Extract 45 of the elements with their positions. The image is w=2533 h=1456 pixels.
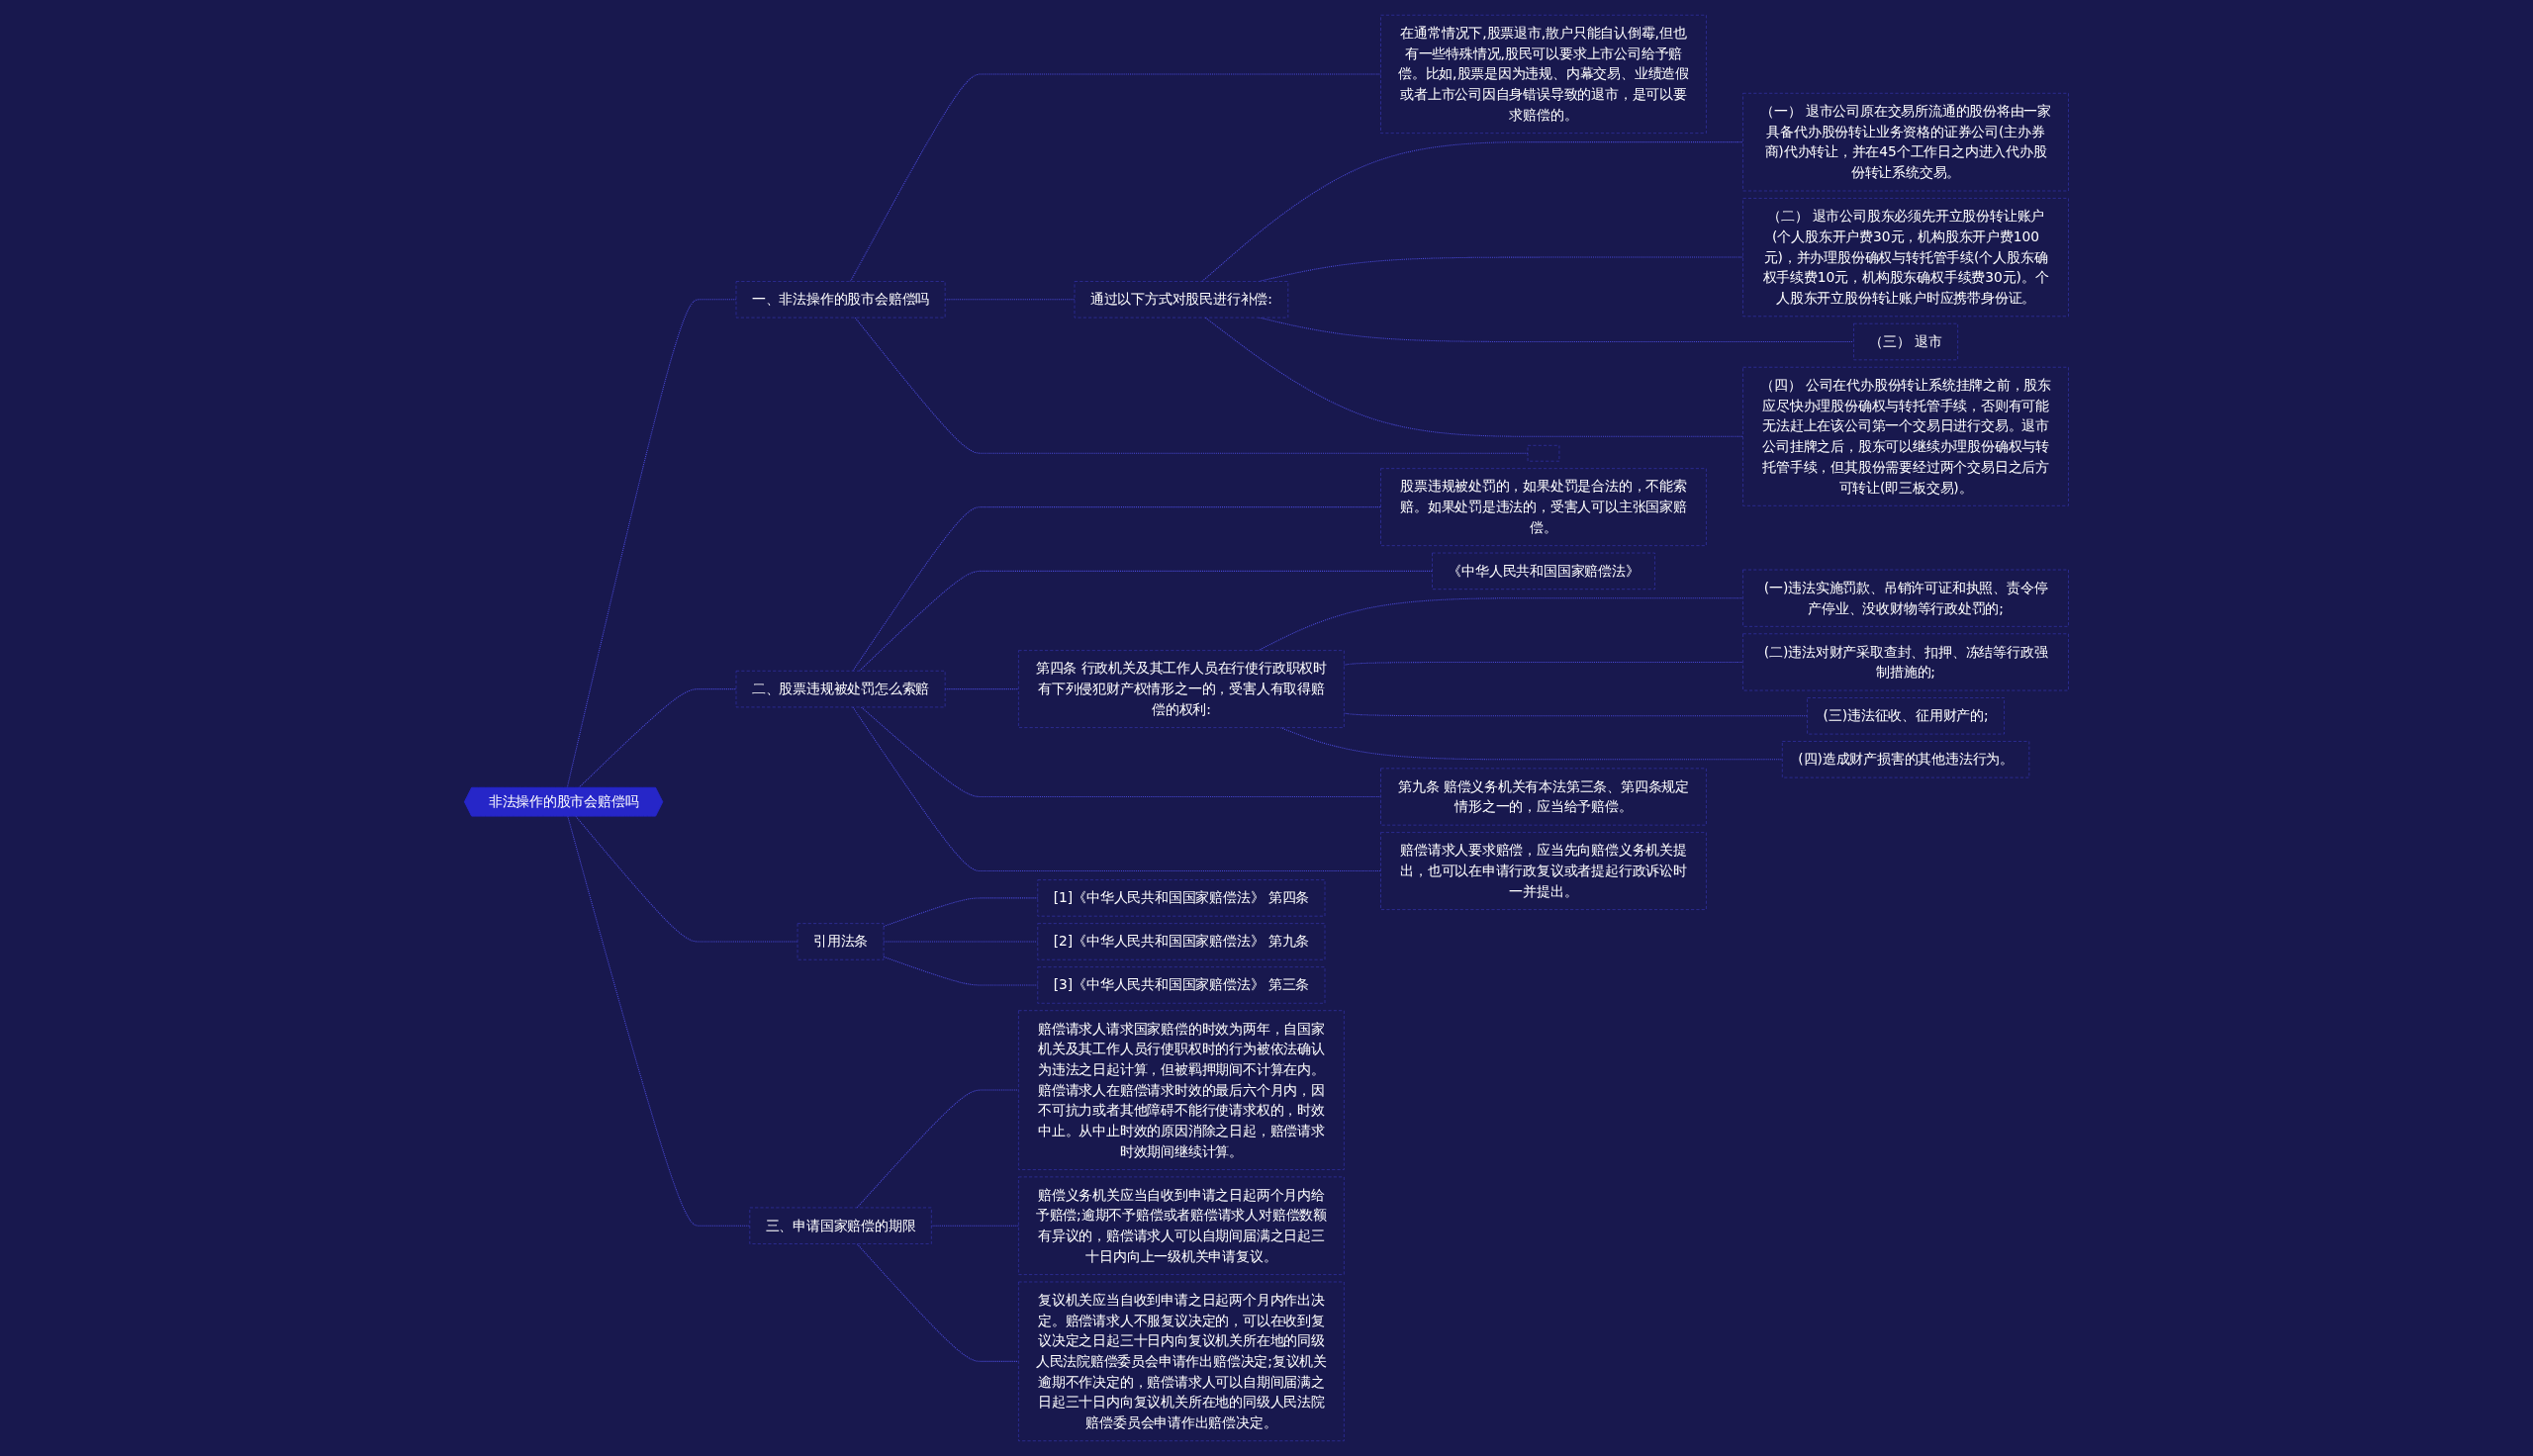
node-box: （二） 退市公司股东必须先开立股份转让账户(个人股东开户费30元，机构股东开户费100元)，并办理股份确权与转托管手续(个人股东确权手续费10元，机构股东确权手续费30元)。个人股东开立股份转让账户时应携带身份证。 [1742,198,2069,318]
connector [1258,597,1744,652]
connector [930,1225,1019,1227]
connector [1279,727,1783,761]
node-box: （三） 退市 [1853,322,1958,361]
connector [883,956,1039,986]
node-box: (二)违法对财产采取查封、扣押、冻结等行政强制措施的; [1742,633,2069,691]
connector [944,688,1019,690]
node-box: 二、股票违规被处罚怎么索赔 [735,671,946,708]
node-box: 复议机关应当自收到申请之日起两个月内作出决定。赔偿请求人不服复议决定的，可以在收到复议决定之日起三十日内向复议机关所在地的同级人民法院赔偿委员会申请作出赔偿决定;复议机关逾期不作决定的，赔偿请求人可以自期间届满之日起三十日内向复议机关所在地的同级人民法院赔偿委员会申请作出赔偿决定。 [1018,1281,1345,1442]
node-box: (一)违法实施罚款、吊销许可证和执照、责令停产停业、没收财物等行政处罚的; [1742,569,2069,627]
connector [1201,141,1744,283]
node-box: 通过以下方式对股民进行补偿: [1074,281,1289,318]
connector [854,317,1529,454]
connector [883,897,1039,928]
node-box: 股票违规被处罚的，如果处罚是合法的，不能索赔。如果处罚是违法的，受害人可以主张国家赔偿。 [1380,468,1707,546]
connector [1204,317,1744,437]
connector [566,299,737,789]
node-box: (三)违法征收、征用财产的; [1807,697,2005,735]
connector [575,815,798,943]
node-box: (四)造成财产损害的其他违法行为。 [1782,741,2030,778]
connector [883,941,1039,943]
node-box: 引用法条 [797,923,885,960]
node-box: （四） 公司在代办股份转让系统挂牌之前，股东应尽快办理股份确权与转托管手续，否则有可能无法赶上在该公司第一个交易日进行交易。退市公司挂牌之后，股东可以继续办理股份确权与转托管手续，但其股份需要经过两个交易日之后方可转让(即三板交易)。 [1742,367,2069,506]
node-box: [3]《中华人民共和国国家赔偿法》 第三条 [1037,966,1326,1004]
node-box: 《中华人民共和国国家赔偿法》 [1432,552,1655,590]
node-box: 赔偿请求人请求国家赔偿的时效为两年，自国家机关及其工作人员行使职权时的行为被依法确认为违法之日起计算，但被羁押期间不计算在内。赔偿请求人在赔偿请求时效的最后六个月内，因不可抗力或者其他障碍不能行使请求权的，时效中止。从中止时效的原因消除之日起，赔偿请求时效期间继续计算。 [1018,1010,1345,1170]
node-box: 第四条 行政机关及其工作人员在行使行政职权时有下列侵犯财产权情形之一的，受害人有取得赔偿的权利: [1018,650,1345,728]
node-box: （一） 退市公司原在交易所流通的股份将由一家具备代办股份转让业务资格的证券公司(主办券商)代办转让，并在45个工作日之内进入代办股份转让系统交易。 [1742,93,2069,192]
node-box: 赔偿请求人要求赔偿，应当先向赔偿义务机关提出，也可以在申请行政复议或者提起行政诉讼时一并提出。 [1380,832,1707,910]
connector [856,1089,1019,1209]
node-box: [2]《中华人民共和国国家赔偿法》 第九条 [1037,923,1326,960]
connector [856,1243,1019,1362]
node-box: 赔偿义务机关应当自收到申请之日起两个月内给予赔偿;逾期不予赔偿或者赔偿请求人对赔偿数额有异议的，赔偿请求人可以自期间届满之日起三十日内向上一级机关申请复议。 [1018,1176,1345,1275]
connector [578,688,737,789]
node-box: 第九条 赔偿义务机关有本法第三条、第四条规定情形之一的，应当给予赔偿。 [1380,768,1707,826]
node-box: [1]《中华人民共和国国家赔偿法》 第四条 [1037,879,1326,917]
node-box: 三、申请国家赔偿的期限 [749,1207,932,1244]
connector [850,73,1382,283]
connector [567,815,751,1227]
node-box: 一、非法操作的股市会赔偿吗 [735,281,946,318]
node-box: 在通常情况下,股票退市,散户只能自认倒霉,但也有一些特殊情况,股民可以要求上市公司给予赔偿。比如,股票是因为违规、内幕交易、业绩造假或者上市公司因自身错误导致的退市，是可以要求赔偿的。 [1380,14,1707,134]
connector [1343,661,1744,666]
connector [944,299,1076,301]
node-box [1527,445,1560,462]
